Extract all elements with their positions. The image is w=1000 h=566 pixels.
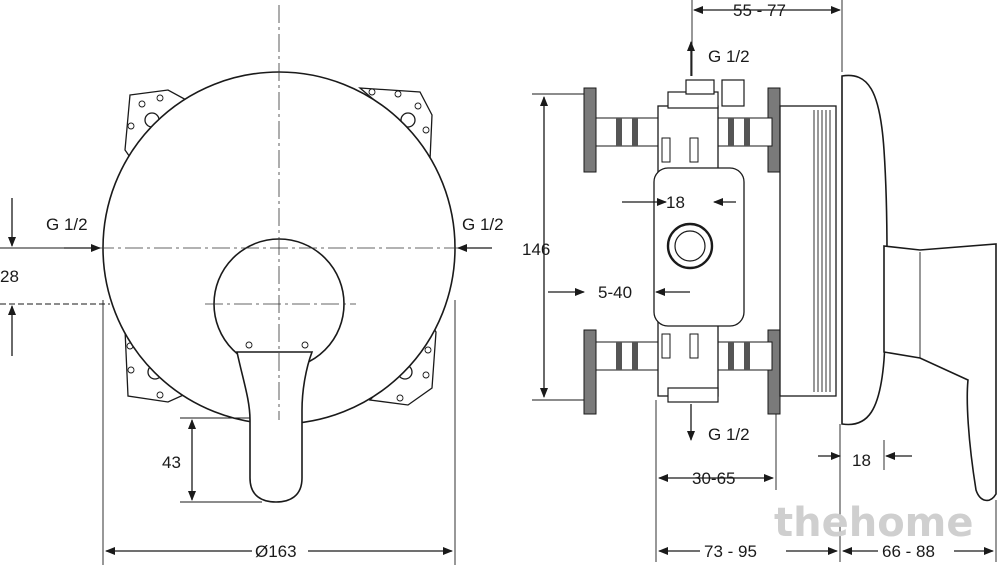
cover-plate-profile [841, 74, 888, 426]
inlet-right-label: G 1/2 [462, 215, 504, 234]
handle-43-label: 43 [162, 453, 181, 472]
front-view: G 1/2 G 1/2 28 43 Ø163 [0, 5, 504, 565]
range-73-95-label: 73 - 95 [704, 542, 757, 561]
offset-28-label: 28 [0, 267, 19, 286]
spindle-inner [674, 230, 706, 262]
diameter-label: Ø163 [255, 542, 297, 561]
spindle-18-label: 18 [666, 193, 685, 212]
watermark: thehome [774, 500, 974, 546]
range-30-65-label: 30-65 [692, 469, 735, 488]
height-146-label: 146 [522, 240, 550, 259]
lever-handle [236, 351, 314, 503]
range-66-88-label: 66 - 88 [882, 542, 935, 561]
outlet-bottom-label: G 1/2 [708, 425, 750, 444]
inlet-left-label: G 1/2 [46, 215, 88, 234]
side-view: 55 - 77 G 1/2 146 18 5-40 G 1/2 30-65 18… [522, 0, 997, 562]
range-5-40-label: 5-40 [598, 283, 632, 302]
lever-profile [883, 243, 997, 502]
right-18-label: 18 [852, 451, 871, 470]
inlet-top-label: G 1/2 [708, 47, 750, 66]
top-depth-label: 55 - 77 [733, 1, 786, 20]
